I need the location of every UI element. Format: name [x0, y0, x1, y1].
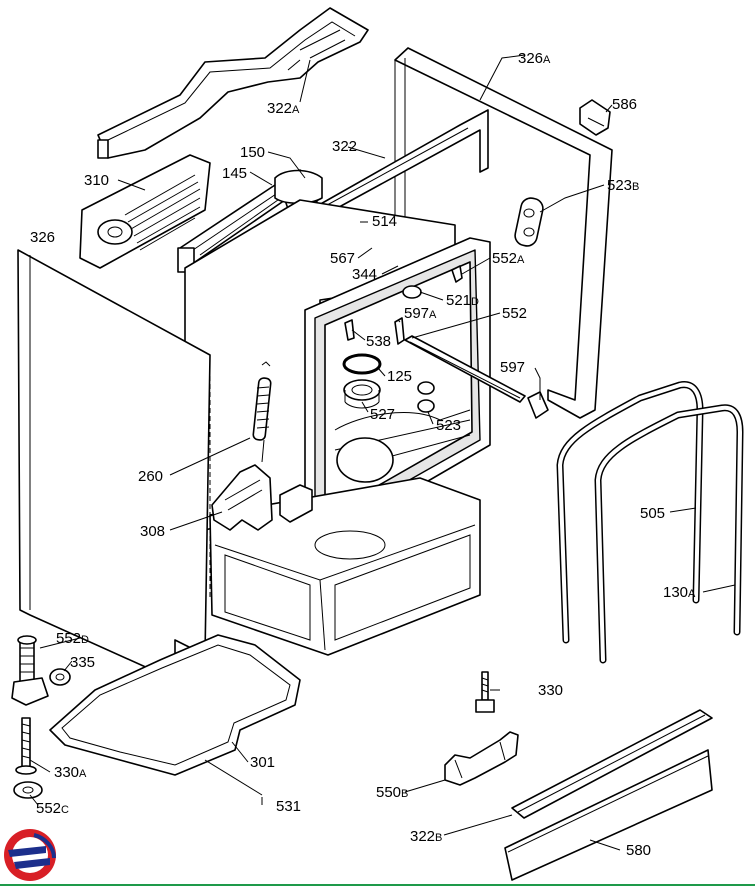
- label-330: 330: [538, 682, 563, 699]
- part-330-bolt: [475, 671, 495, 713]
- label-301: 301: [250, 754, 275, 771]
- part-586-clip: [579, 99, 611, 136]
- label-330a: 330A: [54, 764, 87, 781]
- label-125: 125: [387, 368, 412, 385]
- label-326: 326: [30, 229, 55, 246]
- label-586: 586: [612, 96, 637, 113]
- part-552c-washer: [13, 781, 43, 799]
- label-552a: 552A: [492, 250, 525, 267]
- label-552: 552: [502, 305, 527, 322]
- label-523b: 523B: [607, 177, 639, 194]
- part-322a-top-rail: [97, 7, 369, 159]
- part-552-rail: [404, 335, 526, 403]
- part-308-hinge-assembly: [211, 464, 313, 531]
- part-597a-clip: [394, 317, 405, 345]
- part-322b-bottom-strip: [511, 709, 713, 819]
- label-531: 531: [276, 798, 301, 815]
- part-550b-bracket: [444, 731, 519, 786]
- part-521d-cap: [402, 285, 422, 299]
- label-322a: 322A: [267, 100, 300, 117]
- part-505-gasket: [556, 381, 704, 644]
- label-130a: 130A: [663, 584, 696, 601]
- label-310: 310: [84, 172, 109, 189]
- part-130a-gasket: [594, 404, 744, 664]
- part-523-bushings: [417, 381, 435, 413]
- label-527: 527: [370, 406, 395, 423]
- label-567: 567: [330, 250, 355, 267]
- part-531-rod: [204, 759, 263, 796]
- part-door-frame: [304, 237, 491, 539]
- leader-lines: [29, 54, 736, 851]
- part-145-150-duct-hose: [177, 169, 323, 273]
- label-597a: 597A: [404, 305, 437, 322]
- part-552d-foot: [11, 635, 49, 706]
- part-597-bracket: [527, 391, 549, 419]
- label-260: 260: [138, 468, 163, 485]
- brand-logo-icon: [4, 829, 56, 881]
- part-330a-bolt: [15, 717, 37, 775]
- part-labels: 322A 326A 586 322 150 145 310 523B 514 3…: [30, 50, 696, 859]
- footer-divider: [0, 884, 755, 886]
- part-527-nut: [343, 379, 381, 409]
- part-538-pin: [344, 319, 355, 341]
- label-344: 344: [352, 266, 377, 283]
- part-326-left-side-panel: [17, 249, 211, 679]
- part-523b-hinge-plate: [514, 197, 544, 247]
- part-552a-clip: [451, 265, 463, 283]
- label-552d: 552D: [56, 630, 89, 647]
- label-145: 145: [222, 165, 247, 182]
- part-260-spring: [252, 361, 272, 463]
- label-538: 538: [366, 333, 391, 350]
- part-335-nut: [49, 668, 71, 686]
- part-301-base-frame: [49, 634, 301, 776]
- label-552c: 552C: [36, 800, 69, 817]
- part-580-kick-plate: [504, 749, 713, 881]
- label-322: 322: [332, 138, 357, 155]
- label-597: 597: [500, 359, 525, 376]
- part-125-ring: [342, 353, 382, 375]
- label-514: 514: [372, 213, 397, 230]
- label-326a: 326A: [518, 50, 551, 67]
- label-335: 335: [70, 654, 95, 671]
- label-580: 580: [626, 842, 651, 859]
- part-310-vent-grille: [79, 154, 211, 269]
- label-550b: 550B: [376, 784, 408, 801]
- label-505: 505: [640, 505, 665, 522]
- label-521d: 521D: [446, 292, 479, 309]
- label-322b: 322B: [410, 828, 442, 845]
- label-308: 308: [140, 523, 165, 540]
- part-base-tub: [209, 477, 481, 656]
- label-523: 523: [436, 417, 461, 434]
- label-150: 150: [240, 144, 265, 161]
